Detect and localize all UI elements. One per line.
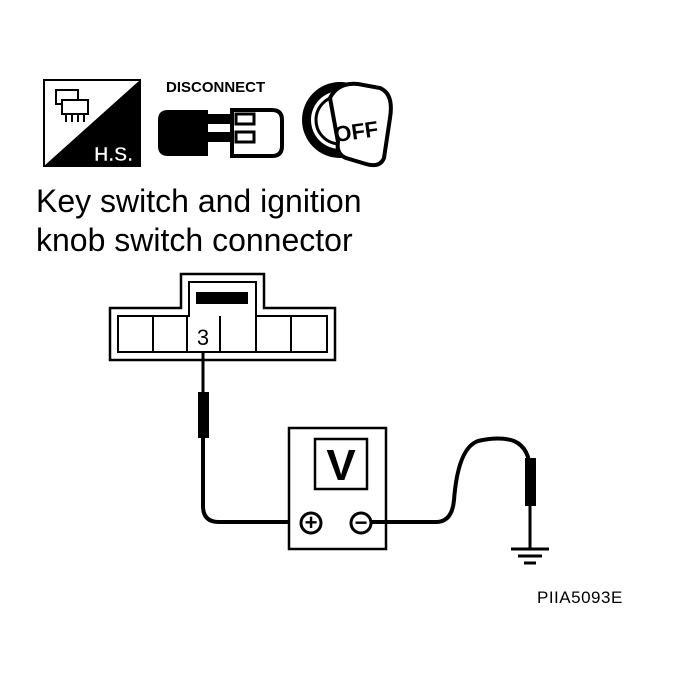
meter-label: V <box>326 441 356 490</box>
connector-lock-tab <box>196 292 248 304</box>
positive-terminal <box>299 511 323 535</box>
negative-probe <box>525 458 536 506</box>
disconnect-label: DISCONNECT <box>166 79 265 96</box>
terminal-label: 3 <box>197 325 209 350</box>
disconnect-connector-icon: DISCONNECT <box>158 79 284 158</box>
connector-body: 3 <box>108 272 337 362</box>
negative-probe-lead <box>371 436 536 548</box>
figure-code: PIIA5093E <box>537 588 623 607</box>
positive-probe <box>198 392 209 438</box>
connector-terminals <box>152 316 292 352</box>
hs-label: H.S. <box>94 144 133 166</box>
caption-line-1: Key switch and ignition <box>36 183 362 219</box>
negative-symbol: − <box>355 510 368 535</box>
ignition-key-off-icon: OFF <box>302 81 393 168</box>
harness-connector-hs-icon: H.S. <box>43 79 141 167</box>
positive-probe-lead <box>198 352 304 524</box>
voltmeter: V + − <box>287 426 388 551</box>
ground-symbol-icon <box>511 547 549 565</box>
key-off-label: OFF <box>333 116 380 147</box>
positive-symbol: + <box>305 510 318 535</box>
caption-line-2: knob switch connector <box>36 222 353 258</box>
